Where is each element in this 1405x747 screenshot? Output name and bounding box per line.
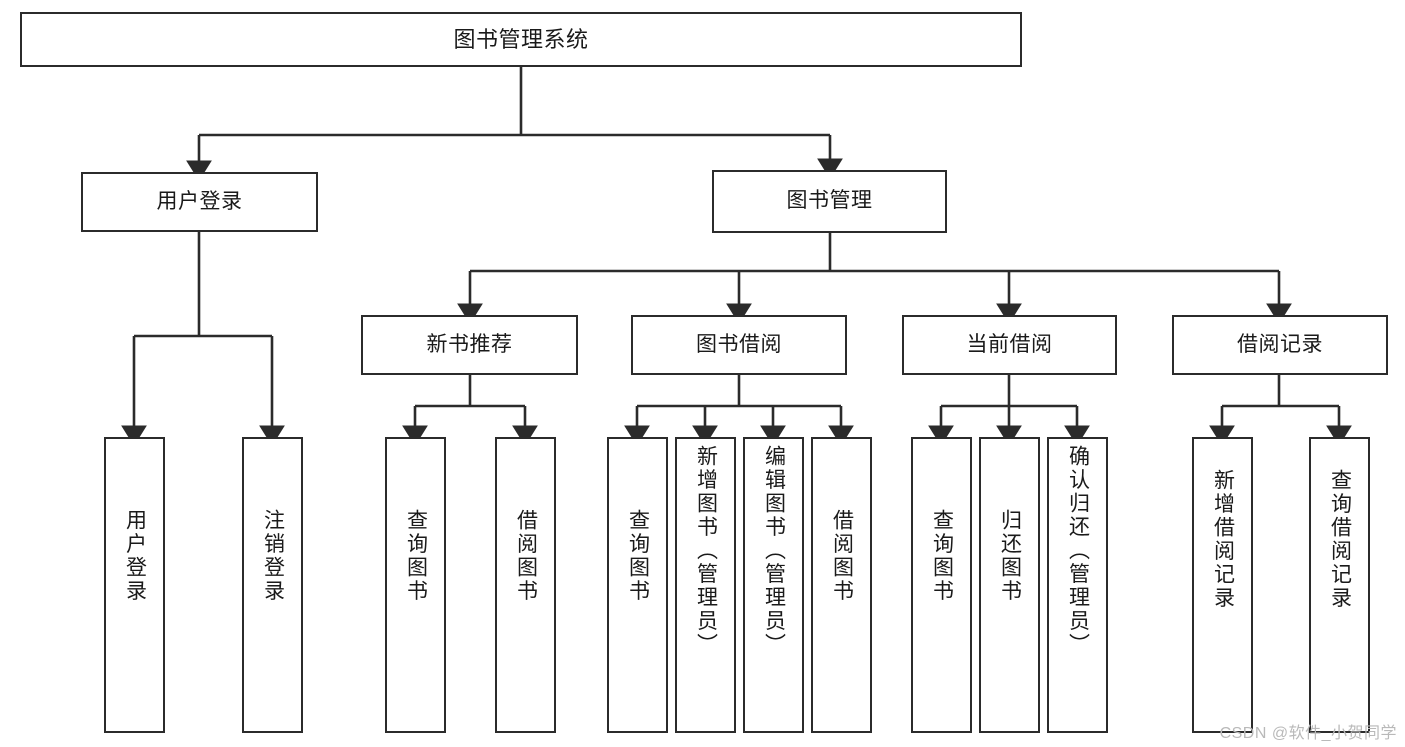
node-leaf-confirm-return-admin-label: 确认归还（管理员） (1066, 445, 1090, 657)
csdn-watermark: CSDN @软件_小贺同学 (1219, 725, 1397, 742)
node-root-system[interactable]: 图书管理系统 (20, 12, 1022, 67)
node-leaf-confirm-return-admin[interactable]: 确认归还（管理员） (1047, 437, 1108, 733)
node-leaf-query-book-3[interactable]: 查询图书 (911, 437, 972, 733)
node-leaf-query-book-1-label: 查询图书 (404, 509, 428, 603)
node-new-book-recommend[interactable]: 新书推荐 (361, 315, 578, 375)
node-leaf-query-book-2[interactable]: 查询图书 (607, 437, 668, 733)
node-leaf-borrow-book-1[interactable]: 借阅图书 (495, 437, 556, 733)
node-leaf-add-borrow-record[interactable]: 新增借阅记录 (1192, 437, 1253, 733)
node-book-manage-label: 图书管理 (786, 189, 873, 213)
node-borrow-record[interactable]: 借阅记录 (1172, 315, 1388, 375)
node-leaf-query-borrow-record[interactable]: 查询借阅记录 (1309, 437, 1370, 733)
node-borrow-record-label: 借阅记录 (1237, 332, 1323, 356)
node-leaf-user-login-label: 用户登录 (123, 509, 147, 603)
node-leaf-edit-book-admin-label: 编辑图书（管理员） (762, 445, 786, 657)
node-root-system-label: 图书管理系统 (453, 26, 589, 52)
node-leaf-return-book[interactable]: 归还图书 (979, 437, 1040, 733)
node-user-login-label: 用户登录 (156, 189, 243, 213)
node-leaf-user-login[interactable]: 用户登录 (104, 437, 165, 733)
node-leaf-query-book-3-label: 查询图书 (930, 509, 954, 603)
node-leaf-borrow-book-2-label: 借阅图书 (830, 509, 854, 603)
node-leaf-query-borrow-record-label: 查询借阅记录 (1328, 469, 1352, 610)
node-leaf-query-book-2-label: 查询图书 (626, 509, 650, 603)
node-current-borrow-label: 当前借阅 (966, 332, 1053, 356)
node-leaf-logout-label: 注销登录 (261, 509, 285, 603)
node-book-borrow-label: 图书借阅 (696, 332, 782, 356)
node-leaf-logout[interactable]: 注销登录 (242, 437, 303, 733)
node-book-borrow[interactable]: 图书借阅 (631, 315, 847, 375)
node-leaf-add-book-admin[interactable]: 新增图书（管理员） (675, 437, 736, 733)
node-leaf-edit-book-admin[interactable]: 编辑图书（管理员） (743, 437, 804, 733)
node-user-login[interactable]: 用户登录 (81, 172, 318, 232)
node-current-borrow[interactable]: 当前借阅 (902, 315, 1117, 375)
node-leaf-borrow-book-2[interactable]: 借阅图书 (811, 437, 872, 733)
node-leaf-query-book-1[interactable]: 查询图书 (385, 437, 446, 733)
node-leaf-add-book-admin-label: 新增图书（管理员） (694, 445, 718, 657)
node-leaf-borrow-book-1-label: 借阅图书 (514, 509, 538, 603)
node-new-book-recommend-label: 新书推荐 (426, 332, 513, 356)
node-leaf-add-borrow-record-label: 新增借阅记录 (1211, 469, 1235, 610)
node-book-manage[interactable]: 图书管理 (712, 170, 947, 233)
node-leaf-return-book-label: 归还图书 (998, 509, 1022, 603)
